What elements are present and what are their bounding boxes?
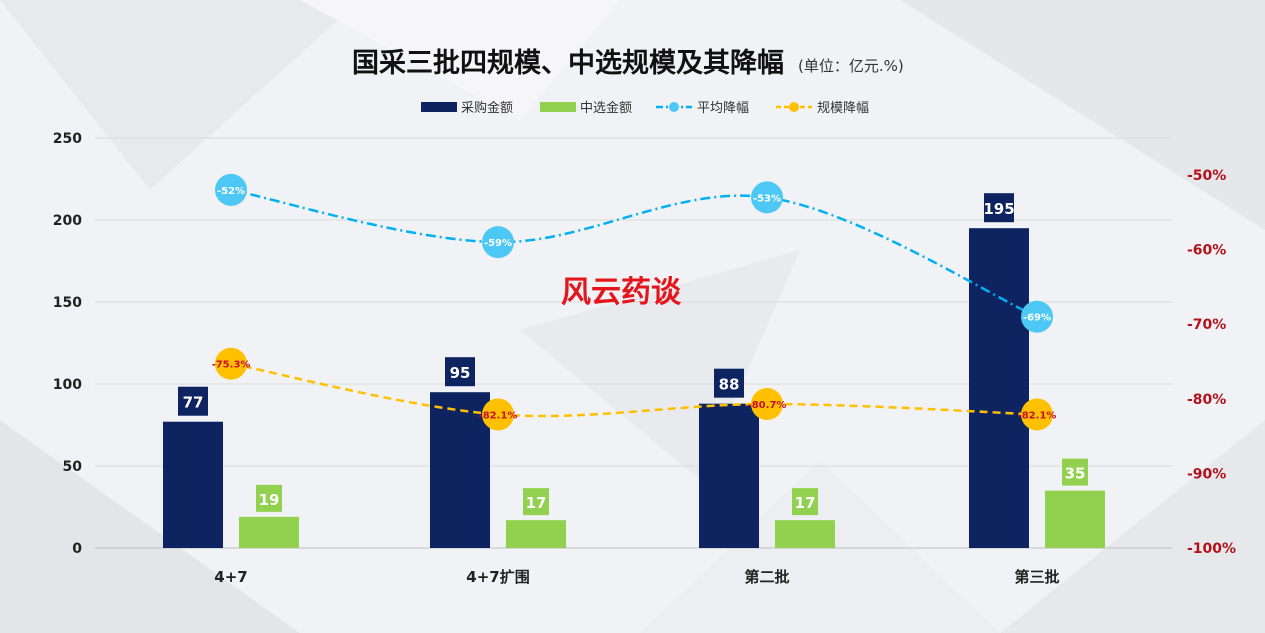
left-tick-label: 50 [63,459,83,475]
bar-label-selected: 19 [259,491,280,509]
legend-swatch-purchase [421,102,457,112]
bar-label-box-purchase [445,357,475,387]
category-label: 4+7 [214,568,247,586]
line-scale-drop [230,362,1038,418]
marker-scale-drop [1021,398,1053,431]
bar-selected [1045,490,1105,548]
right-tick-label: -50% [1187,168,1226,184]
right-tick-label: -70% [1187,317,1226,333]
right-tick-label: -100% [1187,541,1236,557]
bar-label-box-selected [1062,458,1088,486]
bars: 77 95 88 195 19 17 17 35 [163,193,1105,548]
bar-purchase [163,421,223,548]
left-tick-label: 150 [53,295,82,311]
marker-avg-drop [1021,300,1053,333]
data-label-avg-drop: -59% [484,238,512,249]
marker-avg-drop [482,226,514,259]
right-tick-label: -60% [1187,243,1226,259]
bar-label-box-purchase [178,386,208,416]
chart-title-unit: (单位：亿元.%) [798,57,904,75]
legend-label-avg-drop: 平均降幅 [697,101,749,116]
marker-avg-drop [751,181,783,214]
data-label-avg-drop: -69% [1023,313,1051,324]
bar-label-selected: 35 [1065,465,1086,483]
category-label: 第三批 [1014,568,1059,586]
data-label-avg-drop: -52% [217,186,245,197]
right-tick-label: -80% [1187,392,1226,408]
bar-label-selected: 17 [526,494,547,512]
bar-label-box-selected [792,488,818,516]
bar-label-box-selected [523,488,549,516]
legend-label-purchase: 采购金额 [461,100,513,116]
bar-selected [506,520,566,548]
bar-label-purchase: 195 [983,200,1014,218]
marker-scale-drop [751,388,783,421]
data-label-scale-drop: -75.3% [212,360,251,371]
watermark: 风云药谈 [561,275,682,310]
bar-label-purchase: 77 [183,394,204,412]
bar-label-purchase: 88 [719,376,740,394]
left-tick-label: 250 [53,131,82,147]
bar-label-box-purchase [984,193,1014,223]
marker-avg-drop [215,173,247,206]
legend-marker-avg-drop [669,102,679,112]
chart-title-main: 国采三批四规模、中选规模及其降幅 [352,48,784,79]
legend-swatch-selected [540,102,576,112]
bar-purchase [969,228,1029,548]
left-axis-ticks: 0 50 100 150 200 250 [53,131,82,557]
right-tick-label: -90% [1187,466,1226,482]
legend-label-selected: 中选金额 [580,100,632,116]
line-avg-drop [230,188,1038,318]
left-tick-label: 200 [53,213,82,229]
chart-title: 国采三批四规模、中选规模及其降幅 (单位：亿元.%) [352,48,904,79]
category-labels: 4+7 4+7扩围 第二批 第三批 [214,568,1059,586]
bar-purchase [430,392,490,548]
bar-purchase [699,403,759,548]
legend: 采购金额 中选金额 平均降幅 规模降幅 [421,100,869,116]
data-label-scale-drop: -80.7% [748,400,787,411]
bar-label-purchase: 95 [450,364,471,382]
data-label-avg-drop: -53% [753,193,781,204]
marker-scale-drop [482,398,514,431]
right-axis-ticks: -100% -90% -80% -70% -60% -50% [1187,168,1236,557]
marker-scale-drop [215,347,247,380]
bar-label-box-purchase [714,368,744,398]
data-label-scale-drop: -82.1% [479,410,518,421]
bar-label-box-selected [256,484,282,512]
left-tick-label: 0 [72,541,82,557]
bar-selected [775,520,835,548]
category-label: 4+7扩围 [466,568,529,586]
bar-label-selected: 17 [795,494,816,512]
legend-label-scale-drop: 规模降幅 [817,101,869,116]
legend-marker-scale-drop [789,102,799,112]
lines: -75.3% -82.1% -80.7% -82.1% -52% -59% -53% -69% [212,173,1057,431]
data-label-scale-drop: -82.1% [1018,410,1057,421]
bar-selected [239,516,299,548]
category-label: 第二批 [744,568,789,586]
left-tick-label: 100 [53,377,82,393]
